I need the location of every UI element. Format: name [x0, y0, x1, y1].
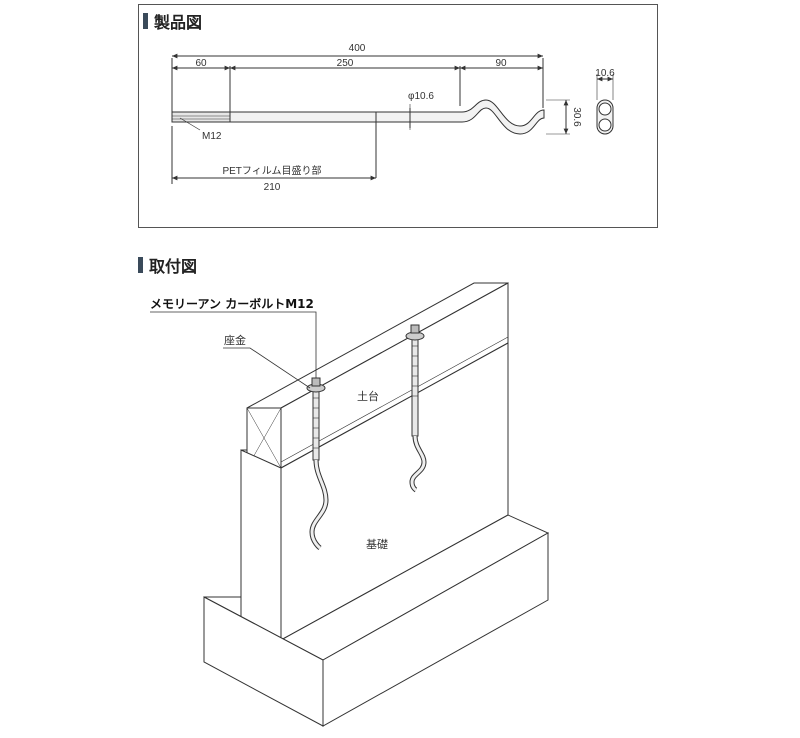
installation-drawing-title: 取付図 [149, 257, 198, 276]
installation-drawing-heading: 取付図 [138, 253, 197, 277]
heading-marker [138, 257, 143, 273]
dim-thread: 60 [195, 58, 207, 69]
leader-lines [150, 311, 317, 389]
dim-pet-film: 210 [264, 182, 281, 193]
bolt-hook [409, 99, 545, 135]
foundation-footing-side [322, 532, 549, 727]
heading-marker [143, 13, 148, 29]
dim-cross-section: 10.6 [595, 68, 615, 79]
dim-diameter: φ10.6 [408, 91, 434, 102]
dim-total: 400 [349, 43, 366, 54]
anchor-bolt-left [306, 377, 329, 550]
bolt-thread-section [171, 111, 231, 123]
dim-hook-height: 30.6 [571, 107, 582, 127]
foundation-wall-front [240, 449, 282, 641]
product-drawing-heading: 製品図 [143, 9, 202, 33]
thread-leader [179, 117, 201, 131]
sill-label: 土台 [357, 389, 379, 403]
product-drawing-title: 製品図 [154, 13, 203, 32]
pet-film-label: PETフィルム目盛り部 [222, 164, 321, 177]
installation-drawing [203, 282, 550, 727]
foundation-label: 基礎 [366, 538, 388, 551]
anchor-bolt-right [405, 324, 427, 493]
bolt-shaft-film [375, 111, 411, 123]
thread-label: M12 [202, 131, 222, 142]
dim-middle: 250 [337, 58, 354, 69]
bolt-shaft [229, 111, 377, 123]
dim-hook: 90 [495, 58, 507, 69]
product-drawing [171, 53, 614, 184]
washer-label: 座金 [224, 333, 246, 347]
bolt-label: メモリーアン カーボルトM12 [150, 296, 314, 311]
product-drawing-frame [138, 4, 658, 228]
